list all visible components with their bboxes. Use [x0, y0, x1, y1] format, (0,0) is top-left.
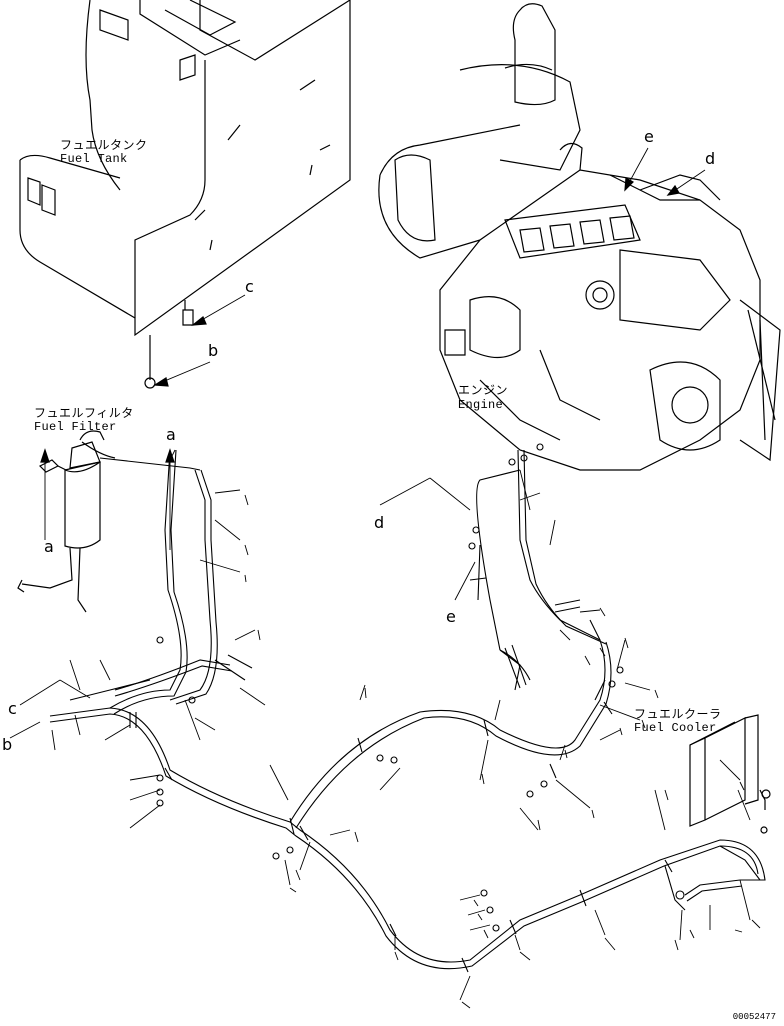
arrow-e-engine — [625, 178, 633, 190]
leader-lines — [10, 148, 750, 1000]
callout-a-bottom: a — [44, 537, 54, 556]
fuel-tank-label-en: Fuel Tank — [60, 152, 128, 166]
callout-e-engine: e — [644, 127, 654, 146]
arrow-a-bottom — [41, 450, 49, 462]
part-number-marks — [245, 495, 760, 1008]
fuel-cooler-label-jp: フュエルクーラ — [634, 707, 722, 721]
callout-a-top: a — [166, 425, 176, 444]
fuel-cooler — [690, 715, 770, 833]
arrow-c-tank — [193, 317, 206, 325]
engine-label-en: Engine — [458, 398, 504, 412]
callout-b-left: b — [2, 735, 13, 754]
fuel-tank — [20, 0, 350, 388]
engine-label-jp: エンジン — [458, 383, 509, 397]
fuel-filter-label-en: Fuel Filter — [34, 420, 117, 434]
fuel-filter — [18, 431, 115, 612]
arrow-d-engine — [668, 186, 679, 195]
callout-e-lines: e — [446, 607, 456, 626]
callout-d-engine: d — [705, 149, 716, 168]
fuel-cooler-label-en: Fuel Cooler — [634, 721, 717, 735]
arrow-a-top — [166, 450, 174, 462]
callout-d-lines: d — [374, 513, 385, 532]
callout-c-left: c — [8, 699, 17, 718]
document-id: 00052477 — [732, 1012, 776, 1022]
arrow-b-tank — [155, 378, 168, 386]
callout-c-tank: c — [245, 277, 254, 296]
engine — [379, 4, 780, 470]
fuel-tank-label-jp: フュエルタンク — [60, 138, 148, 152]
callout-b-tank: b — [208, 341, 219, 360]
fuel-lines — [50, 444, 765, 972]
fuel-filter-label-jp: フュエルフィルタ — [34, 406, 134, 420]
